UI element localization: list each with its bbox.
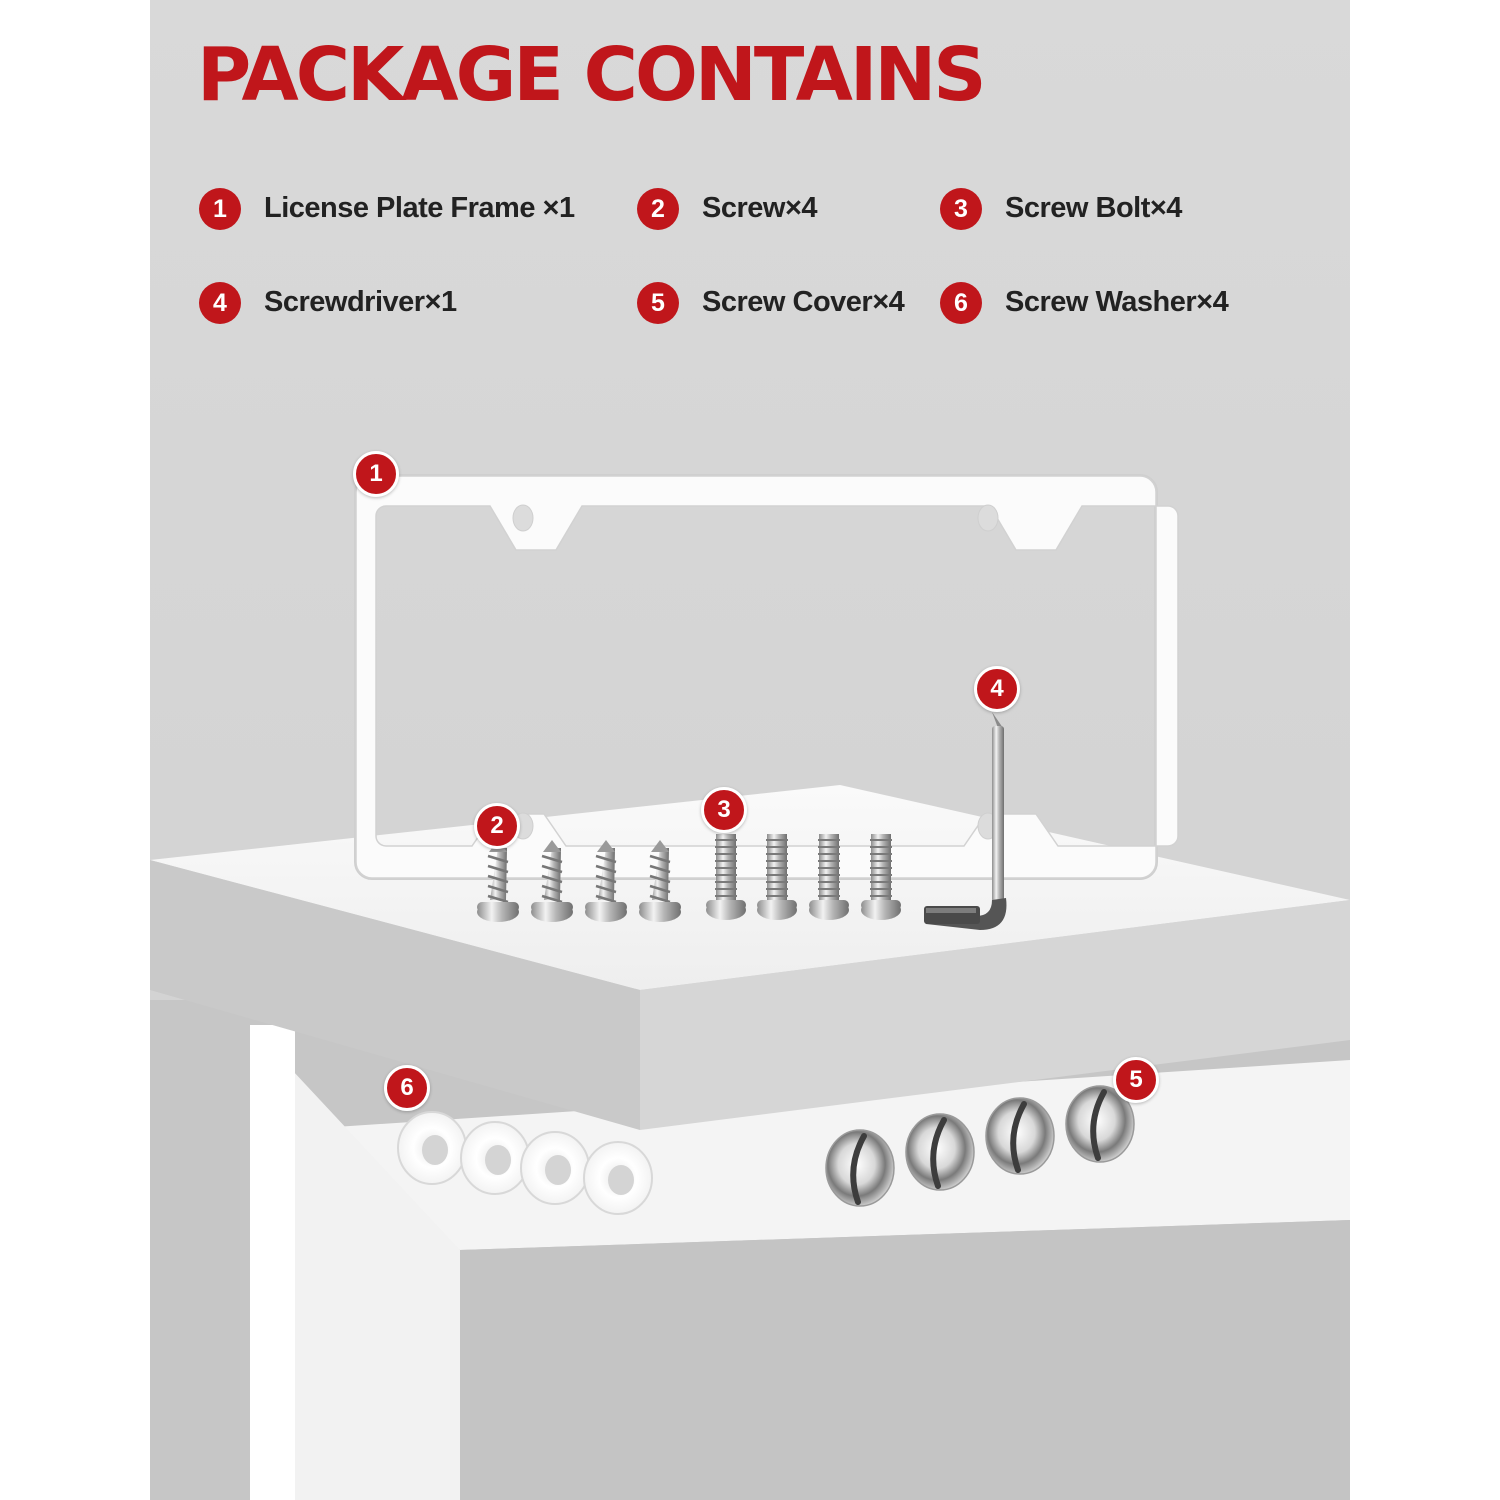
screw-bolt bbox=[861, 834, 901, 920]
screw bbox=[585, 840, 627, 922]
legend-number-badge: 6 bbox=[940, 282, 982, 324]
screw-cover bbox=[825, 1129, 895, 1207]
screw-washer bbox=[460, 1121, 530, 1195]
bolts-group bbox=[706, 834, 901, 920]
product-image-canvas: PACKAGE CONTAINS 1 License Plate Frame ×… bbox=[150, 0, 1350, 1500]
screw-washer bbox=[520, 1131, 590, 1205]
callout-screws: 2 bbox=[474, 803, 520, 849]
screw bbox=[477, 840, 519, 922]
screw-bolt bbox=[706, 834, 746, 920]
callout-covers: 5 bbox=[1113, 1057, 1159, 1103]
screwdriver bbox=[924, 712, 1007, 930]
legend-item-label: Screw Bolt×4 bbox=[1005, 192, 1182, 224]
screw-bolt bbox=[757, 834, 797, 920]
legend-item-label: Screw Cover×4 bbox=[702, 286, 905, 318]
table-left-side bbox=[150, 860, 640, 1130]
legend-number-badge: 4 bbox=[199, 282, 241, 324]
pillar bbox=[250, 1025, 295, 1500]
legend-item-label: License Plate Frame ×1 bbox=[264, 192, 575, 224]
screw-washer bbox=[397, 1111, 467, 1185]
callout-bolts: 3 bbox=[701, 787, 747, 833]
legend-number-badge: 3 bbox=[940, 188, 982, 230]
screw-washer bbox=[583, 1141, 653, 1215]
legend-number-badge: 5 bbox=[637, 282, 679, 324]
table-front bbox=[640, 900, 1350, 1130]
washers-group bbox=[397, 1111, 653, 1215]
callout-screwdriver: 4 bbox=[974, 666, 1020, 712]
legend-number-badge: 1 bbox=[199, 188, 241, 230]
lower-block-side bbox=[250, 1025, 460, 1500]
covers-group bbox=[825, 1085, 1135, 1207]
legend-number-badge: 2 bbox=[637, 188, 679, 230]
legend-item-label: Screwdriver×1 bbox=[264, 286, 457, 318]
screw-bolt bbox=[809, 834, 849, 920]
page-title: PACKAGE CONTAINS bbox=[197, 32, 987, 118]
screw-cover bbox=[1065, 1085, 1135, 1163]
legend-item-label: Screw×4 bbox=[702, 192, 818, 224]
legend-item-label: Screw Washer×4 bbox=[1005, 286, 1229, 318]
screw bbox=[639, 840, 681, 922]
product-scene bbox=[150, 0, 1350, 1500]
callout-washers: 6 bbox=[384, 1065, 430, 1111]
screws-group bbox=[477, 840, 681, 922]
callout-frame: 1 bbox=[353, 451, 399, 497]
screw-cover bbox=[905, 1113, 975, 1191]
lower-block-front bbox=[460, 1220, 1350, 1500]
screw bbox=[531, 840, 573, 922]
screw-cover bbox=[985, 1097, 1055, 1175]
